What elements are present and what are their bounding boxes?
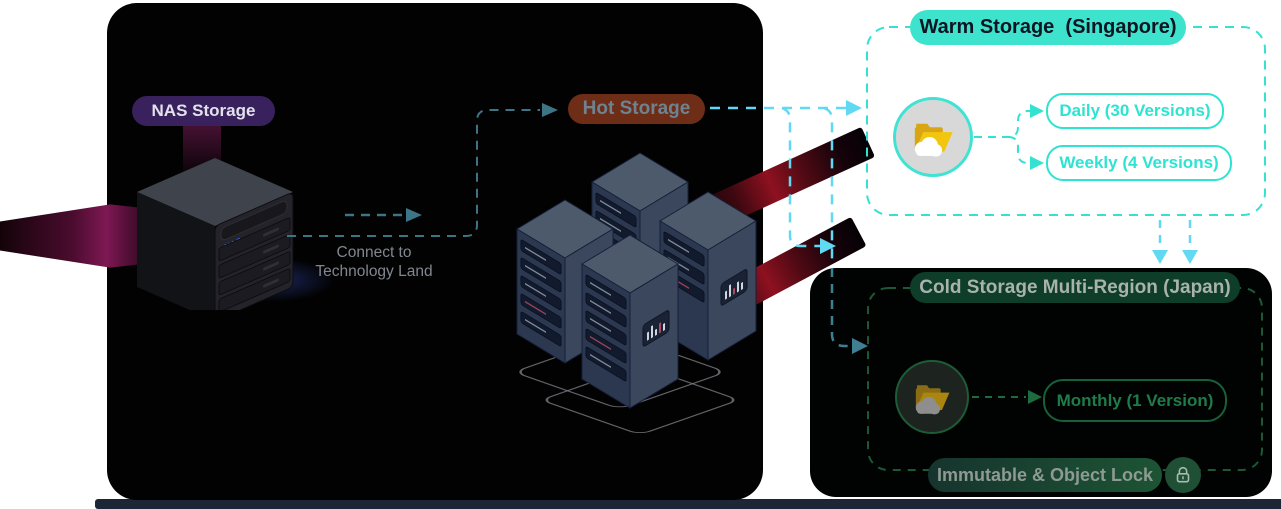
cold-cloud-folder-icon: [895, 360, 969, 434]
warm-storage-title: Warm Storage (Singapore): [919, 16, 1177, 38]
daily-versions-pill: Daily (30 Versions): [1046, 93, 1224, 129]
arrowhead: [1152, 250, 1168, 264]
connect-note-line1: Connect to: [336, 244, 412, 261]
cold-storage-badge: Cold Storage Multi-Region (Japan): [910, 272, 1240, 303]
weekly-versions-pill: Weekly (4 Versions): [1046, 145, 1232, 181]
nas-device-illustration: NAS: [137, 158, 294, 310]
warm-cloud-folder-icon: [893, 97, 973, 177]
hot-storage-badge: Hot Storage: [568, 94, 705, 124]
connect-note-line2: Technology Land: [315, 263, 433, 280]
cloud-folder-icon: [915, 385, 950, 415]
weekly-versions-label: Weekly (4 Versions): [1059, 153, 1219, 172]
arrowhead: [1030, 104, 1044, 118]
connect-note: Connect to Technology Land: [298, 243, 450, 281]
server-tower: [581, 234, 679, 409]
nas-front-face: NAS: [214, 193, 294, 310]
server-tower: [659, 191, 757, 361]
immutable-object-lock-badge: Immutable & Object Lock: [928, 458, 1162, 492]
padlock-icon: [1176, 466, 1190, 483]
arrowhead: [1030, 156, 1044, 170]
immutable-object-lock-label: Immutable & Object Lock: [936, 464, 1154, 485]
object-lock-circle: [1165, 457, 1201, 493]
arrowhead: [1182, 250, 1198, 264]
monthly-version-pill: Monthly (1 Version): [1043, 379, 1227, 422]
monthly-version-label: Monthly (1 Version): [1056, 390, 1214, 410]
nas-storage-badge: NAS Storage: [132, 96, 275, 126]
warm-storage-badge: Warm Storage (Singapore): [910, 10, 1186, 45]
server-cluster-illustration: [516, 152, 757, 434]
hot-storage-label: Hot Storage: [582, 98, 691, 119]
nas-storage-label: NAS Storage: [151, 101, 256, 120]
arrowhead: [846, 100, 862, 116]
daily-versions-label: Daily (30 Versions): [1059, 101, 1211, 120]
footer-accent-bar: [95, 499, 1281, 509]
cold-storage-title: Cold Storage Multi-Region (Japan): [919, 276, 1231, 298]
warm-to-weekly-line: [1007, 136, 1030, 164]
cloud-folder-icon: [914, 123, 953, 157]
warm-to-daily-line: [974, 110, 1030, 138]
